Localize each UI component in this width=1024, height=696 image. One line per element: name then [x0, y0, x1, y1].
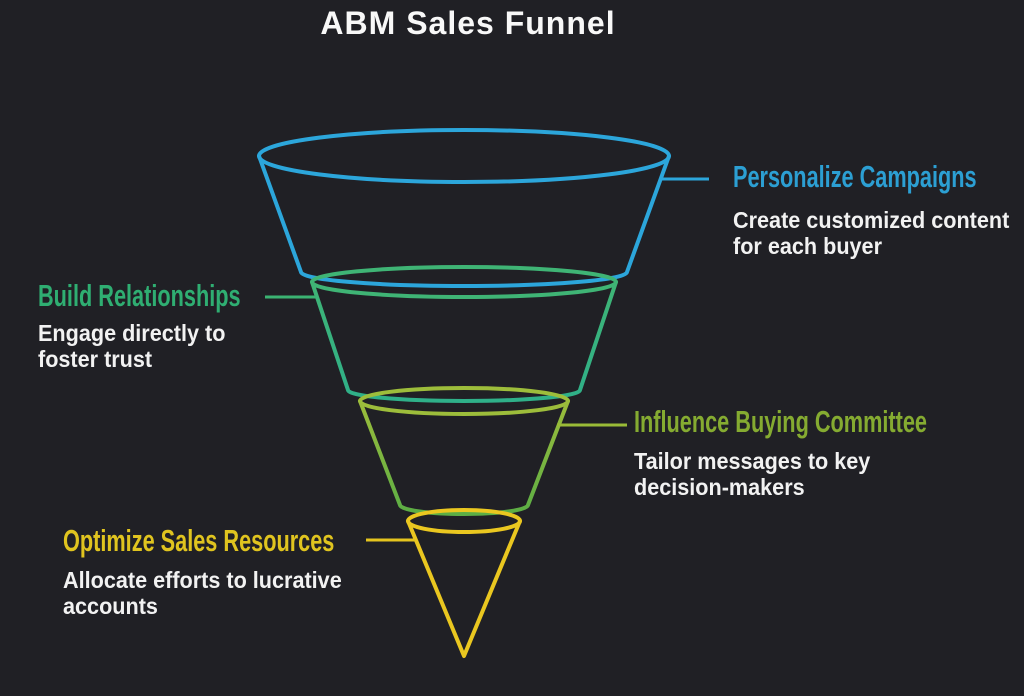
stage-description-build-relationships: Engage directly to foster trust [38, 320, 225, 372]
stage-heading-optimize-sales-resources: Optimize Sales Resources [63, 523, 451, 559]
stage-heading-personalize-campaigns: Personalize Campaigns [733, 159, 1024, 195]
stage-heading-influence-buying-committee: Influence Buying Committee [634, 404, 1024, 440]
stage-heading-text: Optimize Sales Resources [63, 523, 335, 558]
funnel-segment-influence-buying-committee [358, 386, 570, 516]
description-line: Allocate efforts to lucrative [63, 567, 342, 593]
stage-description-personalize-campaigns: Create customized content for each buyer [733, 207, 1009, 259]
description-line: Engage directly to [38, 320, 226, 346]
funnel-segment-build-relationships [310, 265, 618, 403]
label-personalize-campaigns: Personalize Campaigns Create customized … [733, 159, 1024, 259]
description-line: accounts [63, 593, 158, 619]
funnel-segment-4-body [406, 519, 522, 658]
funnel-segment-personalize-campaigns [257, 128, 671, 288]
stage-description-influence-buying-committee: Tailor messages to key decision-makers [634, 448, 870, 500]
description-line: foster trust [38, 346, 153, 372]
stage-description-optimize-sales-resources: Allocate efforts to lucrative accounts [63, 567, 342, 619]
stage-heading-text: Build Relationships [38, 278, 241, 313]
description-line: for each buyer [733, 233, 882, 259]
description-line: Tailor messages to key [634, 448, 871, 474]
funnel-segment-optimize-sales-resources [406, 508, 522, 658]
stage-heading-text: Influence Buying Committee [634, 404, 927, 439]
funnel-segment-3-body [358, 399, 570, 516]
page-title: ABM Sales Funnel [320, 5, 616, 41]
stage-heading-text: Personalize Campaigns [733, 159, 977, 194]
funnel-segment-2-body [310, 280, 618, 403]
description-line: Create customized content [733, 207, 1010, 233]
label-build-relationships: Build Relationships Engage directly to f… [38, 278, 327, 372]
funnel-segment-1-rim [257, 128, 671, 184]
label-optimize-sales-resources: Optimize Sales Resources Allocate effort… [63, 523, 451, 619]
description-line: decision-makers [634, 474, 805, 500]
label-influence-buying-committee: Influence Buying Committee Tailor messag… [634, 404, 1024, 500]
stage-heading-build-relationships: Build Relationships [38, 278, 327, 314]
